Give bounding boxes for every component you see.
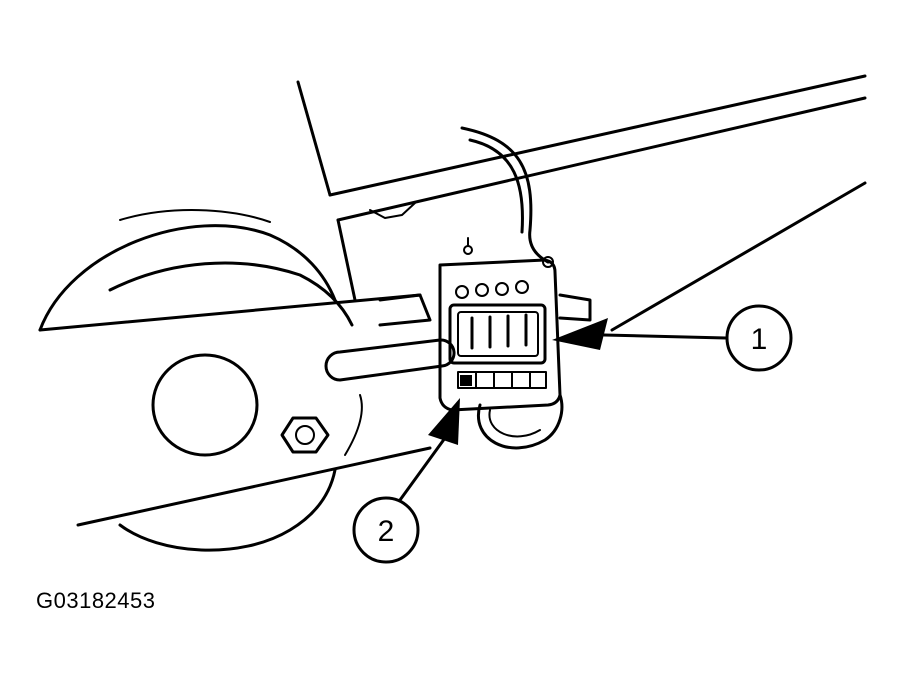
hex-nut: [280, 416, 330, 454]
connector: [438, 237, 562, 412]
arrow-1: [552, 318, 608, 350]
callout-1-circle: [725, 304, 793, 372]
recliner-mechanism: [38, 209, 592, 552]
callout-1: 1: [552, 304, 793, 372]
wire-harness: [460, 126, 564, 450]
figure-id: G03182453: [36, 588, 156, 613]
callout-2: 2: [352, 398, 460, 564]
arrow-2: [428, 398, 460, 445]
seat-frame: [296, 74, 867, 332]
callout-1-label: 1: [751, 323, 768, 356]
callout-2-label: 2: [378, 515, 395, 548]
pivot-disc: [151, 353, 259, 457]
callout-2-circle: [352, 496, 420, 564]
